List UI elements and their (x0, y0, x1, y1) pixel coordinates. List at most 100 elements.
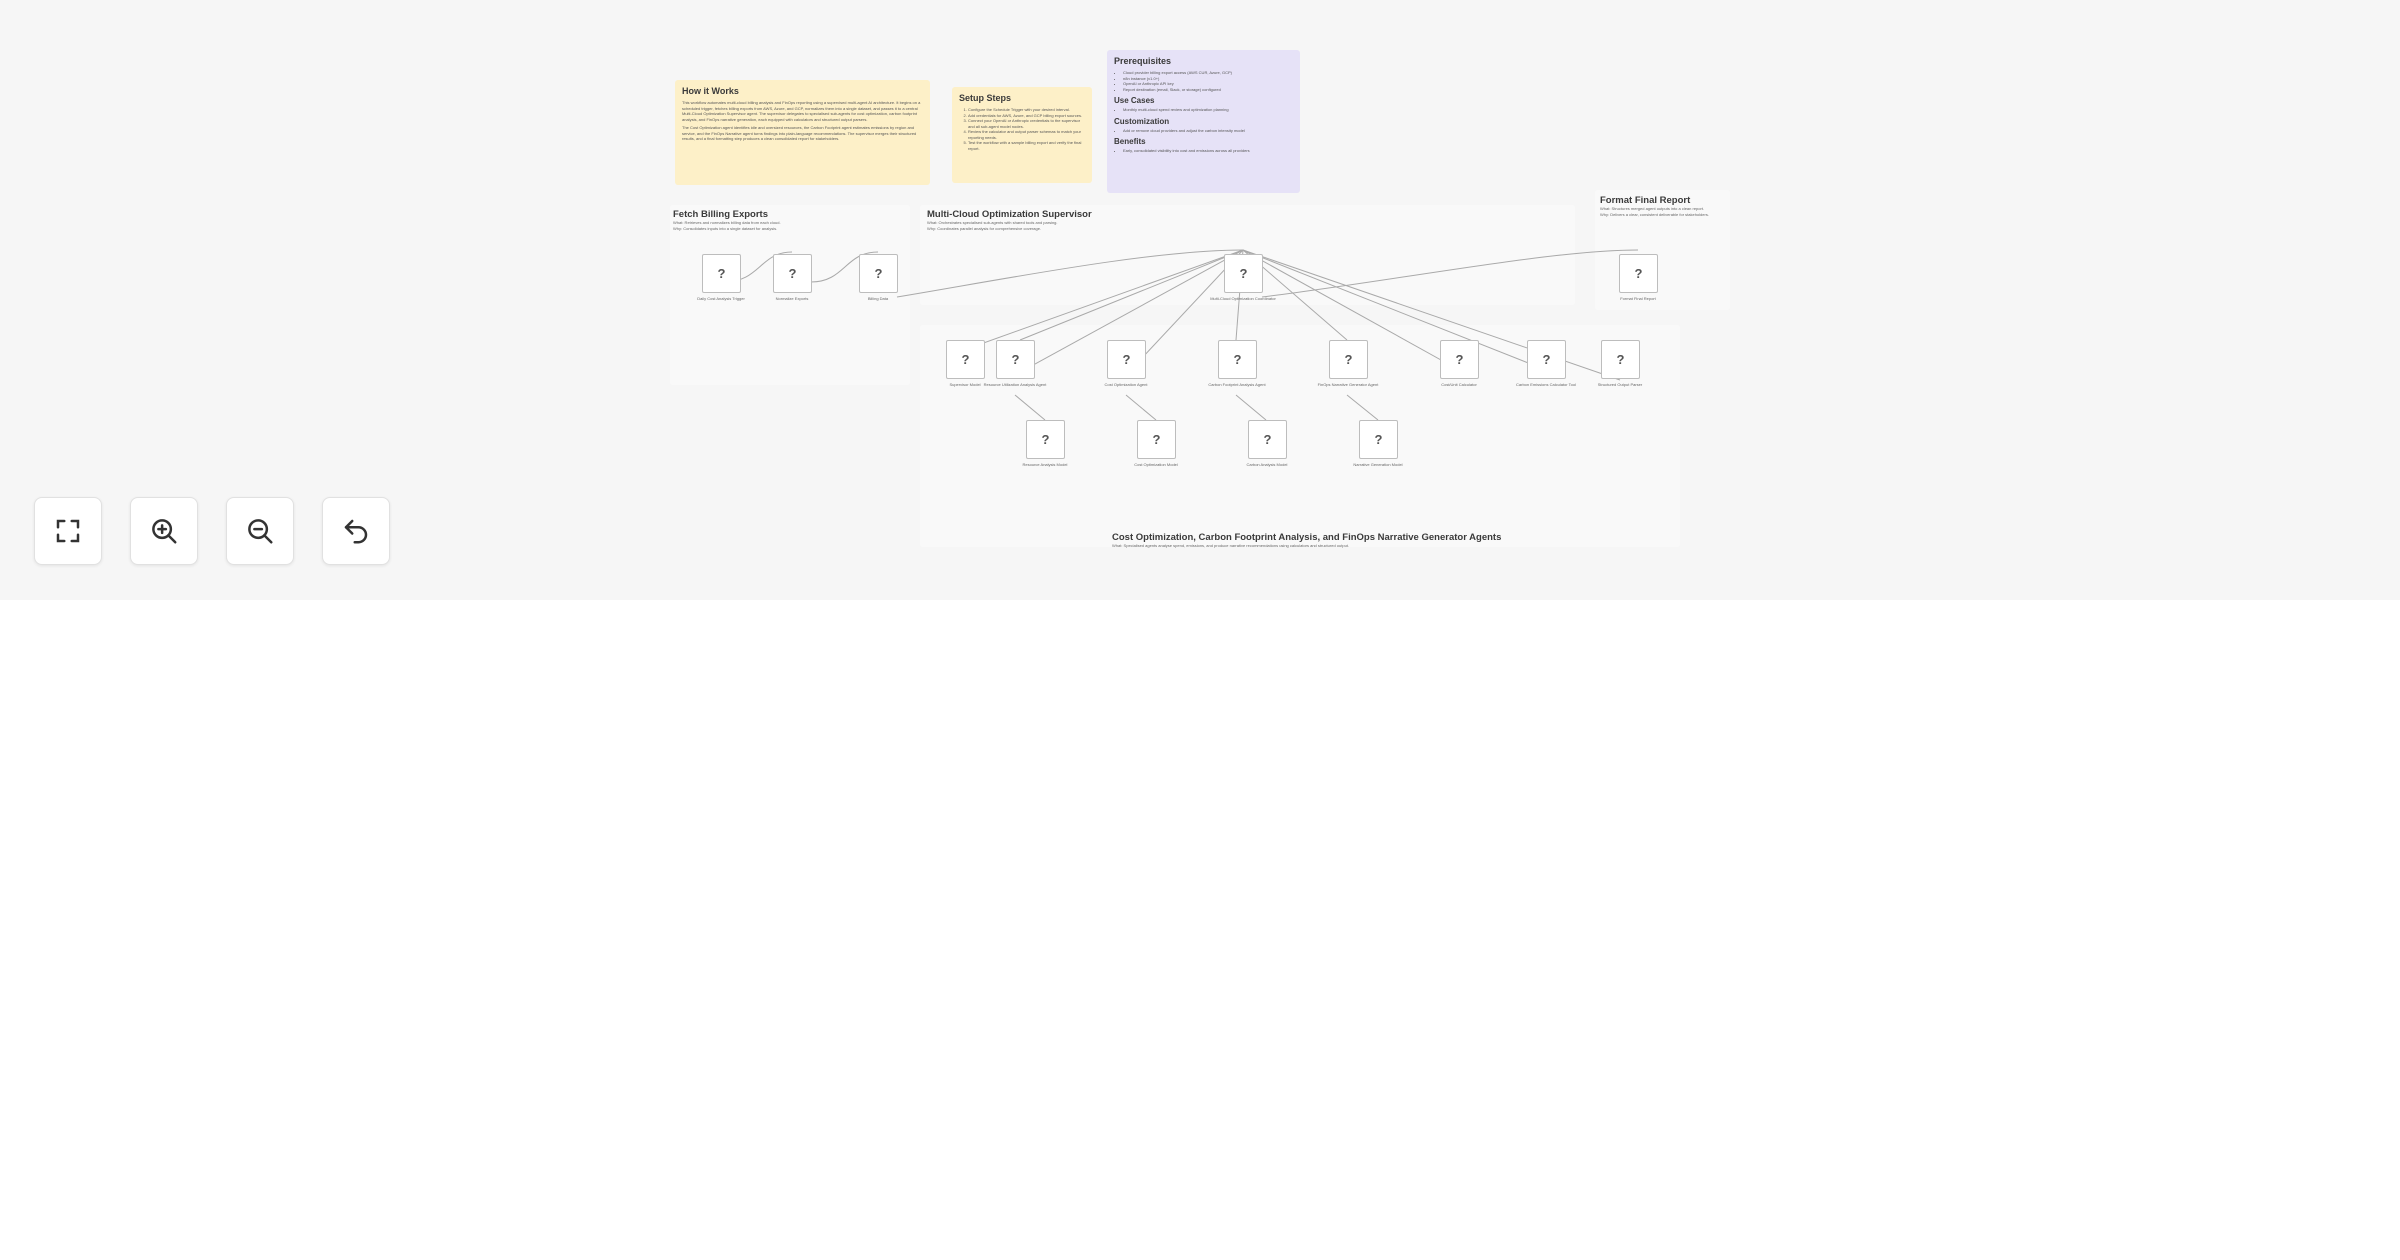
prerequisites-list: Cloud provider billing export access (AW… (1114, 70, 1293, 92)
use-cases-list: Monthly multi-cloud spend review and opt… (1114, 107, 1293, 113)
setup-steps-title: Setup Steps (959, 93, 1012, 103)
node-icon: ? (946, 340, 985, 379)
benefits-list: Early, consolidated visibility into cost… (1114, 148, 1293, 154)
edge-sup-resource2 (1019, 249, 1244, 341)
node-label: Carbon Footprint Analysis Agent (1208, 382, 1266, 387)
node-label: Narrative Generation Model (1353, 462, 1403, 467)
prerequisites-title: Prerequisites (1114, 56, 1172, 66)
prerequisite-item: Cloud provider billing export access (AW… (1123, 70, 1293, 76)
node-label: FinOps Narrative Generator Agent (1317, 382, 1379, 387)
format-report-header: Format Final Report What: Structures mer… (1600, 195, 1725, 217)
node-normalize[interactable]: ? Normalize Exports (757, 254, 827, 301)
how-it-works-note[interactable]: How it Works This workflow automates mul… (675, 80, 930, 185)
zoom-out-button[interactable] (226, 497, 294, 565)
node-output-parser[interactable]: ? Structured Output Parser (1585, 340, 1655, 387)
node-label: Cost Optimization Model (1134, 462, 1178, 467)
edge-sup-carboncalc (1242, 249, 1547, 371)
edge-resource-model (1014, 394, 1046, 421)
node-resource-model[interactable]: ? Resource Analysis Model (1010, 420, 1080, 467)
zoom-in-button[interactable] (130, 497, 198, 565)
how-it-works-paragraph-2: The Cost Optimization agent identifies i… (682, 125, 917, 141)
node-icon: ? (1107, 340, 1146, 379)
edge-cost-model (1125, 394, 1157, 421)
node-icon: ? (1026, 420, 1065, 459)
node-icon: ? (996, 340, 1035, 379)
prerequisites-note[interactable]: Prerequisites Cloud provider billing exp… (1107, 50, 1300, 193)
node-label: Cost/Unit Calculator (1441, 382, 1477, 387)
node-icon: ? (859, 254, 898, 293)
edge-supervisor-format (1261, 249, 1639, 298)
node-format-report[interactable]: ? Format Final Report (1603, 254, 1673, 301)
fetch-billing-why: Why: Consolidates inputs into a single d… (673, 225, 778, 231)
agents-header: Cost Optimization, Carbon Footprint Anal… (1112, 532, 1592, 548)
edge-sup-resource (1014, 249, 1244, 376)
node-label: Billing Data (867, 296, 889, 301)
node-icon: ? (1248, 420, 1287, 459)
fit-view-button[interactable] (34, 497, 102, 565)
customization-title: Customization (1114, 116, 1170, 126)
node-icon: ? (773, 254, 812, 293)
node-supervisor-model[interactable]: ? Supervisor Model (930, 340, 1000, 387)
node-icon: ? (1329, 340, 1368, 379)
node-narrative-model[interactable]: ? Narrative Generation Model (1343, 420, 1413, 467)
node-finops-agent[interactable]: ? FinOps Narrative Generator Agent (1313, 340, 1383, 387)
node-carbon-model[interactable]: ? Carbon Analysis Model (1232, 420, 1302, 467)
node-label: Carbon Emissions Calculator Tool (1516, 382, 1576, 387)
node-label: Format Final Report (1620, 296, 1656, 301)
edge-sup-costcalc (1242, 249, 1460, 371)
agents-what: What: Specialised agents analyse spend, … (1112, 543, 1350, 548)
edge-finops-model (1346, 394, 1379, 421)
node-label: Carbon Analysis Model (1246, 462, 1288, 467)
node-label: Supervisor Model (949, 382, 981, 387)
prerequisite-item: Report destination (email, Slack, or sto… (1123, 87, 1293, 93)
fetch-billing-section (670, 205, 910, 385)
edge-sup-model (963, 249, 1244, 351)
use-case-item: Monthly multi-cloud spend review and opt… (1123, 107, 1293, 113)
node-resource-agent[interactable]: ? Resource Utilization Analysis Agent (980, 340, 1050, 387)
format-report-title: Format Final Report (1600, 195, 1691, 206)
node-icon: ? (1601, 340, 1640, 379)
node-carbon-agent[interactable]: ? Carbon Footprint Analysis Agent (1202, 340, 1272, 387)
use-cases-title: Use Cases (1114, 96, 1155, 105)
node-supervisor[interactable]: ? Multi-Cloud Optimization Coordinator (1208, 254, 1278, 301)
node-cost-model[interactable]: ? Cost Optimization Model (1121, 420, 1191, 467)
prerequisite-item: OpenAI or Anthropic API key (1123, 81, 1293, 87)
reset-zoom-button[interactable] (322, 497, 390, 565)
node-daily-trigger[interactable]: ? Daily Cost Analysis Trigger (686, 254, 756, 301)
zoom-in-icon (152, 519, 177, 544)
how-it-works-title: How it Works (682, 86, 739, 96)
supervisor-why: Why: Coordinates parallel analysis for c… (927, 225, 1042, 231)
node-label: Cost Optimization Agent (1104, 382, 1148, 387)
fullscreen-icon (56, 519, 80, 543)
format-report-what: What: Structures merged agent outputs in… (1600, 206, 1705, 211)
setup-steps-list: Configure the Schedule Trigger with your… (959, 107, 1085, 151)
node-icon: ? (1619, 254, 1658, 293)
customization-item: Add or remove cloud providers and adjust… (1123, 128, 1293, 134)
customization-list: Add or remove cloud providers and adjust… (1114, 128, 1293, 134)
supervisor-title: Multi-Cloud Optimization Supervisor (927, 209, 1092, 220)
benefits-title: Benefits (1114, 137, 1146, 146)
fetch-billing-what: What: Retrieves and normalizes billing d… (673, 220, 781, 225)
node-cost-agent[interactable]: ? Cost Optimization Agent (1091, 340, 1161, 387)
workflow-canvas[interactable]: How it Works This workflow automates mul… (0, 0, 2400, 600)
node-carbon-calculator[interactable]: ? Carbon Emissions Calculator Tool (1511, 340, 1581, 387)
benefit-item: Early, consolidated visibility into cost… (1123, 148, 1293, 154)
node-label: Multi-Cloud Optimization Coordinator (1210, 296, 1276, 301)
setup-step: Connect your OpenAI or Anthropic credent… (968, 118, 1085, 129)
edge-carbon-model (1235, 394, 1267, 421)
undo-icon (344, 519, 368, 544)
node-icon: ? (702, 254, 741, 293)
node-label: Daily Cost Analysis Trigger (697, 296, 745, 301)
node-billing-data[interactable]: ? Billing Data (843, 254, 913, 301)
fetch-billing-title: Fetch Billing Exports (673, 209, 769, 220)
prerequisite-item: n8n instance (v1.0+) (1123, 76, 1293, 82)
node-label: Normalize Exports (775, 296, 809, 301)
node-cost-calculator[interactable]: ? Cost/Unit Calculator (1424, 340, 1494, 387)
node-icon: ? (1137, 420, 1176, 459)
setup-steps-note[interactable]: Setup Steps Configure the Schedule Trigg… (952, 87, 1092, 183)
node-label: Structured Output Parser (1597, 382, 1643, 387)
setup-step: Review the calculator and output parser … (968, 129, 1085, 140)
supervisor-header: Multi-Cloud Optimization Supervisor What… (927, 209, 1207, 231)
fetch-billing-header: Fetch Billing Exports What: Retrieves an… (673, 209, 903, 231)
setup-step: Configure the Schedule Trigger with your… (968, 107, 1085, 113)
